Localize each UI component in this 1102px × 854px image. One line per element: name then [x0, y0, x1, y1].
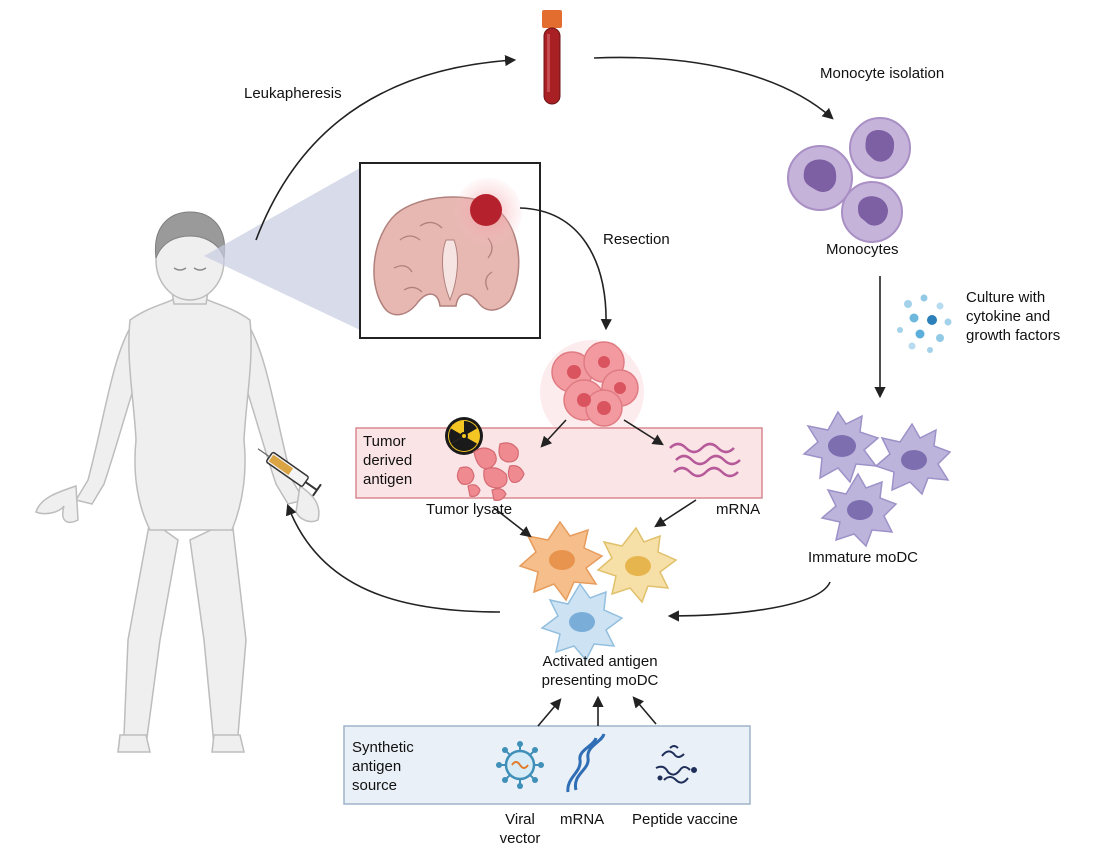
- label-activated-modc: Activated antigen presenting moDC: [520, 652, 680, 690]
- label-immature-modc: Immature moDC: [808, 549, 919, 566]
- arrow-to-patient: [285, 503, 501, 613]
- label-monocytes: Monocytes: [826, 241, 899, 258]
- cytokine-dots: [897, 294, 952, 353]
- peptide-vaccine-icon: [655, 745, 697, 784]
- immature-dc-cell: [802, 410, 880, 484]
- label-synthetic-line-1: Synthetic: [352, 739, 414, 756]
- label-tumor-line-1: Tumor: [363, 433, 406, 450]
- label-tumor-derived-antigen: Tumor derived antigen: [363, 432, 412, 489]
- tumor-cell-cluster: [540, 340, 644, 444]
- arrow-resection: [519, 207, 612, 331]
- arrow-mrna-to-dc: [654, 499, 697, 528]
- arrow-peptide-to-dc: [632, 696, 657, 725]
- label-tumor-lysate: Tumor lysate: [426, 501, 513, 518]
- label-activated-line-1: Activated antigen: [542, 653, 658, 670]
- label-culture-line-1: Culture with: [966, 289, 1046, 306]
- immature-dc-cell: [820, 472, 898, 548]
- monocyte-cell: [841, 181, 903, 243]
- monocyte-cells: [787, 117, 911, 243]
- label-synthetic-line-2: antigen: [352, 758, 402, 775]
- label-viral-line-1: Viral: [505, 811, 535, 828]
- activated-dc-cell: [540, 582, 624, 662]
- workflow-arrows: [255, 54, 886, 727]
- label-culture-line-2: cytokine and: [966, 308, 1051, 325]
- activated-modc-cells: [518, 520, 678, 662]
- label-tumor-line-2: derived: [363, 452, 413, 469]
- activated-dc-cell: [596, 526, 678, 604]
- mrna-synthetic-icon: [566, 733, 606, 793]
- label-activated-line-2: presenting moDC: [541, 672, 659, 689]
- monocyte-cell: [787, 145, 853, 211]
- label-leukapheresis: Leukapheresis: [244, 85, 342, 102]
- label-culture: Culture with cytokine and growth factors: [966, 288, 1060, 345]
- viral-vector-icon: [496, 741, 544, 789]
- mrna-strand-icon: [669, 442, 741, 478]
- brain-zoom-projection: [204, 168, 360, 330]
- label-culture-line-3: growth factors: [966, 327, 1061, 344]
- label-mrna-tumor: mRNA: [716, 501, 761, 518]
- brain-tumor-icon: [359, 162, 541, 339]
- immature-modc-cells: [802, 410, 952, 548]
- radiation-icon: [445, 417, 483, 455]
- label-tumor-line-3: antigen: [363, 471, 413, 488]
- tumor-lysate-icon: [456, 442, 525, 501]
- arrow-leukapheresis: [255, 54, 517, 241]
- arrow-to-mrna: [623, 419, 664, 446]
- arrow-immature-to-activated: [667, 581, 831, 622]
- immature-dc-cell: [874, 422, 952, 496]
- label-resection: Resection: [603, 231, 670, 248]
- arrow-lysate-to-dc: [493, 507, 532, 538]
- label-mrna-synthetic: mRNA: [560, 811, 605, 828]
- label-synthetic-line-3: source: [352, 777, 398, 794]
- monocyte-cell: [849, 117, 911, 179]
- label-monocyte-isolation: Monocyte isolation: [820, 65, 945, 82]
- blood-tube-icon: [542, 10, 562, 105]
- label-viral-vector: Viral vector: [490, 810, 550, 848]
- arrow-viral-to-dc: [537, 698, 562, 727]
- arrow-to-lysate: [540, 419, 567, 448]
- activated-dc-cell: [518, 520, 604, 602]
- patient-body: [35, 211, 320, 753]
- arrow-monocyte-isolation: [593, 56, 834, 120]
- label-viral-line-2: vector: [499, 830, 541, 847]
- syringe-icon: [257, 448, 322, 497]
- label-peptide-vaccine: Peptide vaccine: [632, 811, 738, 828]
- label-synthetic-antigen-source: Synthetic antigen source: [352, 738, 414, 795]
- synthetic-antigen-box: [343, 725, 751, 805]
